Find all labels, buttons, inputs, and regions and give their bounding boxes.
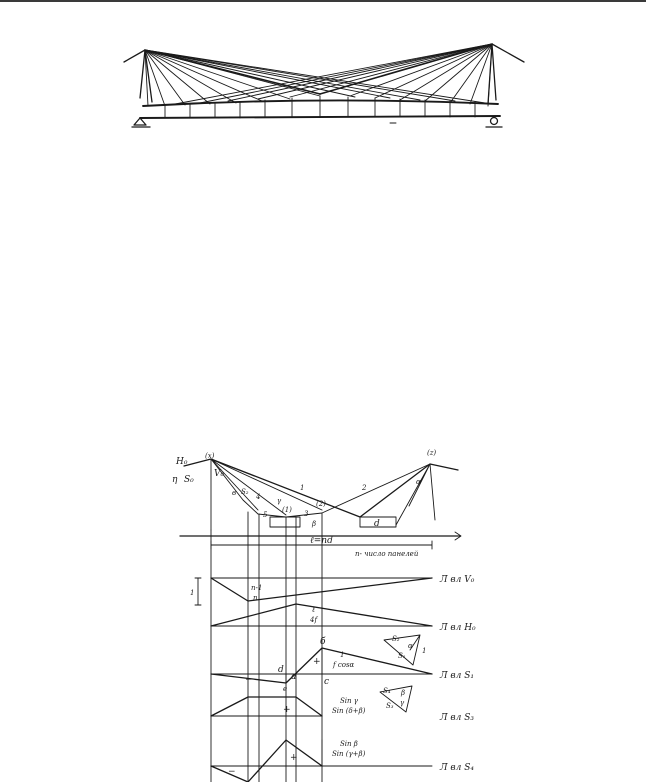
label-n1: (1) bbox=[282, 506, 292, 514]
s4-ordinate-num: Sin β bbox=[340, 740, 358, 748]
panel-d bbox=[359, 516, 397, 528]
s1-minus: − bbox=[245, 675, 253, 685]
s1-plus: + bbox=[313, 657, 321, 667]
s4-line bbox=[210, 739, 323, 782]
left-support bbox=[133, 117, 147, 126]
label-gamma: γ bbox=[277, 497, 282, 505]
tri-beta: β bbox=[400, 689, 405, 697]
label-line-s1: Л вл S₁ bbox=[439, 671, 474, 681]
v0-one: 1 bbox=[190, 589, 194, 597]
tri-S2: S₂ bbox=[392, 635, 400, 643]
label-S0: S₀ bbox=[184, 475, 194, 485]
label-node-right: (z) bbox=[427, 449, 436, 457]
s3-line bbox=[210, 696, 323, 717]
s4-plus: + bbox=[290, 753, 298, 763]
tri-S1: S₁ bbox=[398, 652, 406, 660]
right-mast bbox=[429, 463, 436, 521]
label-n2: (2) bbox=[316, 500, 326, 508]
v0-ordinate-num: n-1 bbox=[251, 584, 262, 592]
s1-label-e: e bbox=[283, 685, 287, 693]
h0-ordinate-num: ℓ bbox=[311, 606, 315, 614]
label-eta: η bbox=[172, 475, 178, 485]
s4-ordinate-den: Sin (γ+β) bbox=[332, 750, 366, 758]
label-H0: H₀ bbox=[175, 457, 188, 467]
deck-verticals bbox=[164, 95, 476, 119]
s1-label-a: a bbox=[291, 672, 296, 682]
label-d: d bbox=[374, 519, 380, 529]
projection-lines bbox=[210, 511, 323, 782]
left-hangers-chord bbox=[210, 458, 323, 518]
page-top-border bbox=[0, 0, 646, 2]
label-4: 4 bbox=[255, 493, 260, 501]
label-S2: S₂ bbox=[241, 488, 249, 496]
label-beta: β bbox=[311, 520, 316, 528]
right-roller bbox=[489, 116, 499, 126]
label-n-panels: n- число панелей bbox=[355, 550, 419, 558]
s1-ordinate-den: f cosα bbox=[332, 661, 355, 669]
s1-ordinate-num: 1 bbox=[340, 651, 344, 659]
label-line-s4: Л вл S₄ bbox=[439, 763, 474, 773]
tri-one: 1 bbox=[422, 647, 426, 655]
h0-ordinate-den: 4f bbox=[309, 616, 318, 624]
h0-line bbox=[210, 603, 433, 627]
triangle-s3-s4 bbox=[379, 685, 413, 713]
label-2: 2 bbox=[361, 484, 367, 492]
label-5: 5 bbox=[263, 511, 268, 519]
right-stays bbox=[169, 43, 493, 107]
label-node-left: (x) bbox=[205, 452, 215, 460]
s1-line bbox=[210, 647, 433, 684]
tri-S4: S₄ bbox=[383, 687, 391, 695]
panel-mid bbox=[269, 516, 301, 528]
s3-ordinate-den: Sin (δ+β) bbox=[332, 707, 366, 715]
label-V0: V₀ bbox=[214, 469, 224, 479]
label-3: 3 bbox=[304, 510, 309, 518]
s1-ordinates bbox=[285, 647, 323, 684]
v0-ordinate-bar bbox=[194, 577, 202, 606]
s1-label-b: б bbox=[320, 636, 326, 647]
label-alpha: α bbox=[416, 478, 421, 486]
v0-line bbox=[210, 577, 433, 602]
label-line-h0: Л вл H₀ bbox=[439, 623, 476, 633]
right-stays-scheme bbox=[321, 463, 431, 526]
v0-ordinate-den: n bbox=[253, 594, 258, 602]
s1-label-d: d bbox=[278, 665, 284, 675]
label-b: в bbox=[232, 489, 236, 497]
label-1: 1 bbox=[300, 484, 304, 492]
label-line-s3: Л вл S₃ bbox=[439, 713, 474, 723]
s4-minus: − bbox=[228, 767, 236, 777]
label-line-v0: Л вл V₀ bbox=[439, 575, 475, 585]
tri-S3: S₃ bbox=[386, 702, 394, 710]
baseline-arrow bbox=[454, 531, 462, 541]
scheme-figure: (x) (z) H₀ η S₀ V₀ в S₂ 4 γ 5 (1) (2) 3 … bbox=[172, 449, 476, 782]
s3-ordinate-num: Sin γ bbox=[340, 697, 359, 705]
deck-top bbox=[142, 99, 499, 107]
triangle-s1-s2 bbox=[383, 634, 421, 666]
tri-alpha: α bbox=[408, 642, 413, 650]
left-stays-scheme bbox=[210, 458, 323, 516]
tri-gamma: γ bbox=[400, 699, 405, 707]
label-l-nd: ℓ=nd bbox=[310, 536, 333, 546]
left-stays bbox=[144, 49, 486, 107]
s3-plus: + bbox=[283, 705, 291, 715]
s1-label-c: c bbox=[324, 677, 329, 687]
right-pylon bbox=[487, 43, 525, 105]
bridge-sketch bbox=[123, 43, 525, 128]
